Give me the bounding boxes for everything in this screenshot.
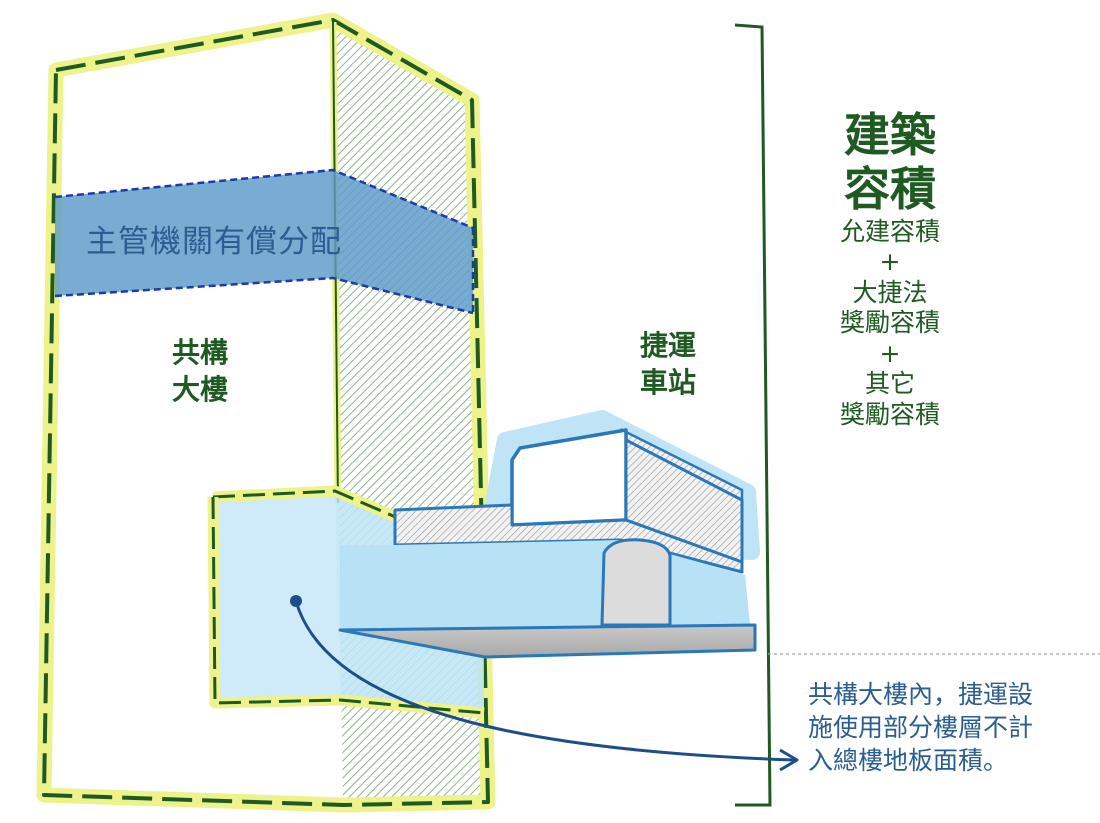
arrow-head — [779, 748, 799, 772]
far-item: 大捷法 — [852, 277, 928, 307]
far-item: 獎勵容積 — [839, 308, 940, 338]
far-title-line1: 建築 — [844, 108, 936, 162]
station-label-line2: 車站 — [639, 365, 696, 399]
far-plus: + — [879, 338, 901, 368]
far-item: 獎勵容積 — [839, 399, 940, 429]
far-item: 其它 — [864, 369, 915, 399]
far-item: 允建容積 — [839, 216, 940, 246]
arrow-curve — [294, 600, 796, 762]
note-line: 施使用部分樓層不計 — [808, 713, 1034, 742]
tower-label-line2: 大樓 — [171, 372, 228, 406]
allocation-band-label: 主管機關有償分配 — [86, 224, 342, 260]
tower-label-line1: 共構 — [171, 336, 228, 369]
station-label: 捷運 車站 — [608, 328, 728, 402]
tower-label: 共構 大樓 — [135, 335, 265, 409]
far-bracket — [734, 23, 772, 807]
far-plus: + — [879, 247, 901, 277]
metro-station — [338, 410, 760, 659]
note-line: 共構大樓內，捷運設 — [808, 680, 1034, 709]
far-title-line2: 容積 — [844, 162, 936, 217]
floor-area-ratio-column: 建築 容積 允建容積 + 大捷法 獎勵容積 + 其它 獎勵容積 — [790, 108, 990, 430]
allocation-band — [54, 168, 475, 315]
station-label-line1: 捷運 — [639, 329, 696, 362]
exemption-note: 共構大樓內，捷運設 施使用部分樓層不計 入總樓地板面積。 — [808, 678, 1033, 777]
note-line: 入總樓地板面積。 — [808, 746, 1009, 775]
